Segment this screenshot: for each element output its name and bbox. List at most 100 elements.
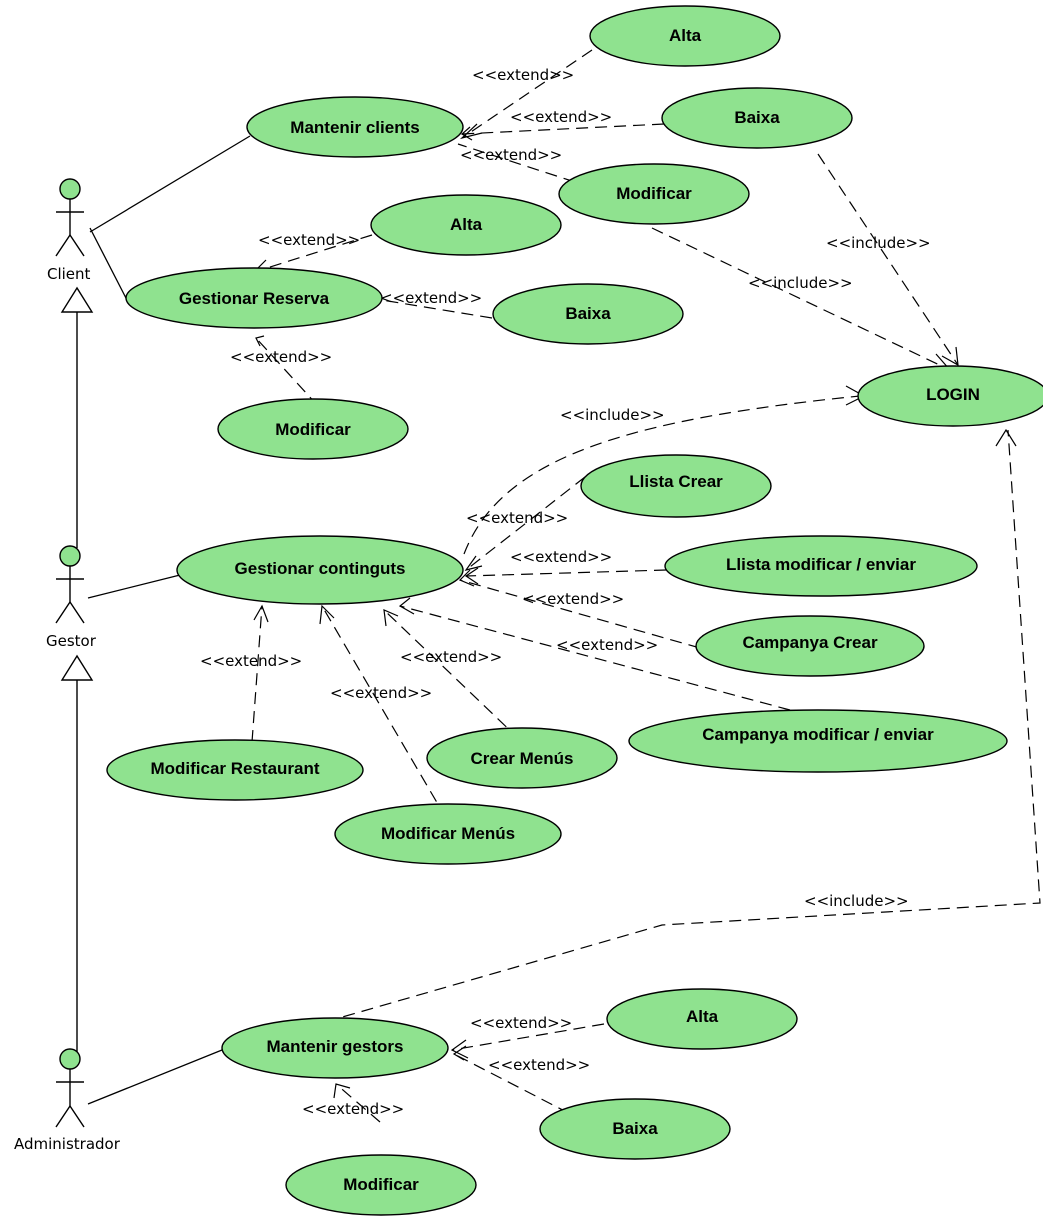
use-case-llista-modificar-label: Llista modificar / enviar	[726, 555, 916, 574]
use-case-clients-alta[interactable]: Alta	[589, 5, 781, 67]
use-case-mantenir-gestors[interactable]: Mantenir gestors	[221, 1017, 449, 1079]
use-case-gestionar-reserva[interactable]: Gestionar Reserva	[125, 267, 383, 329]
extend-campanya-crear	[459, 579, 701, 649]
include-baixa-login	[817, 153, 959, 366]
use-case-gestors-baixa[interactable]: Baixa	[539, 1098, 731, 1160]
use-case-llista-crear-label: Llista Crear	[629, 472, 723, 491]
use-case-reserva-alta-label: Alta	[450, 215, 483, 234]
arrowhead-campanya-modificar	[398, 597, 415, 615]
use-case-reserva-modificar-label: Modificar	[275, 420, 351, 439]
use-case-mantenir-clients[interactable]: Mantenir clients	[246, 96, 464, 158]
actor-client-label: Client	[47, 265, 91, 283]
extend-campanya-modificar	[399, 605, 791, 711]
use-case-crear-menus-label: Crear Menús	[471, 749, 574, 768]
extend-clients-alta	[461, 49, 593, 139]
extend-modificar-restaurant	[251, 605, 263, 743]
use-case-gestionar-continguts[interactable]: Gestionar continguts	[176, 535, 464, 605]
use-case-mantenir-clients-label: Mantenir clients	[290, 118, 419, 137]
dependencies	[251, 49, 1041, 1123]
label-extend-gestors-alta: <<extend>>	[470, 1014, 572, 1032]
use-case-campanya-modificar[interactable]: Campanya modificar / enviar	[628, 709, 1008, 773]
extend-gestors-alta	[451, 1023, 605, 1051]
label-include-baixa-login: <<include>>	[826, 234, 931, 252]
association-client-mantenir-clients	[89, 135, 251, 233]
gestor-stick-figure	[55, 545, 85, 624]
use-case-clients-modificar-label: Modificar	[616, 184, 692, 203]
use-case-gestors-alta[interactable]: Alta	[606, 988, 798, 1050]
association-admin-mantenir-gestors	[87, 1049, 223, 1105]
use-case-login[interactable]: LOGIN	[857, 365, 1043, 427]
label-extend-crear-menus: <<extend>>	[400, 648, 502, 666]
use-case-mantenir-gestors-label: Mantenir gestors	[267, 1037, 404, 1056]
label-extend-gestors-modificar: <<extend>>	[302, 1100, 404, 1118]
arrowheads	[252, 123, 1017, 1099]
label-extend-campanya-crear: <<extend>>	[522, 590, 624, 608]
use-case-crear-menus[interactable]: Crear Menús	[426, 727, 618, 789]
arrowhead-clients-alta	[459, 123, 483, 140]
generalization-admin-gestor	[60, 654, 94, 1053]
extend-gestors-modificar	[335, 1083, 381, 1123]
include-continguts-login	[463, 395, 861, 555]
generalization-gestor-client	[60, 286, 94, 548]
use-case-llista-crear[interactable]: Llista Crear	[580, 454, 772, 518]
arrowhead-include-gestors	[995, 428, 1017, 447]
extend-clients-modificar	[457, 143, 576, 183]
extend-crear-menus	[383, 609, 521, 741]
extend-llista-crear	[465, 476, 586, 571]
actor-gestor-label: Gestor	[46, 632, 97, 650]
use-case-clients-baixa[interactable]: Baixa	[661, 87, 853, 149]
use-case-clients-modificar[interactable]: Modificar	[558, 163, 750, 225]
use-case-modificar-restaurant-label: Modificar Restaurant	[150, 759, 319, 778]
arrowhead-llista-crear	[464, 555, 483, 571]
actor-administrador[interactable]: Administrador	[14, 1048, 121, 1153]
label-include-gestors-login: <<include>>	[804, 892, 909, 910]
include-modificar-login	[651, 227, 951, 371]
actor-client[interactable]: Client	[47, 178, 91, 283]
arrowhead-crear-menus	[383, 609, 399, 627]
stereotype-labels: <<extend>> <<extend>> <<extend>> <<exten…	[200, 66, 931, 1118]
use-case-clients-alta-label: Alta	[669, 26, 702, 45]
label-extend-modificar-menus: <<extend>>	[330, 684, 432, 702]
actor-administrador-label: Administrador	[14, 1135, 121, 1153]
label-extend-llista-modificar: <<extend>>	[510, 548, 612, 566]
use-case-reserva-baixa[interactable]: Baixa	[492, 283, 684, 345]
use-case-modificar-restaurant[interactable]: Modificar Restaurant	[106, 739, 364, 801]
use-case-gestors-modificar[interactable]: Modificar	[285, 1154, 477, 1216]
client-stick-figure	[55, 178, 85, 257]
arrowhead-gestors-modificar	[333, 1083, 351, 1099]
extend-clients-baixa	[461, 123, 665, 135]
use-case-login-label: LOGIN	[926, 385, 980, 404]
label-extend-campanya-modificar: <<extend>>	[556, 636, 658, 654]
arrowhead-llista-modificar	[464, 567, 479, 585]
arrowhead-modificar-menus	[319, 604, 335, 625]
arrowhead-reserva-modificar	[255, 335, 265, 347]
arrowhead-gestors-baixa	[452, 1045, 467, 1061]
use-case-reserva-baixa-label: Baixa	[565, 304, 611, 323]
use-case-gestors-baixa-label: Baixa	[612, 1119, 658, 1138]
use-case-llista-modificar[interactable]: Llista modificar / enviar	[664, 535, 978, 597]
label-extend-reserva-baixa: <<extend>>	[380, 289, 482, 307]
arrowhead-modificar-restaurant	[253, 604, 269, 623]
use-case-reserva-modificar[interactable]: Modificar	[217, 398, 409, 460]
label-include-continguts-login: <<include>>	[560, 406, 665, 424]
use-case-reserva-alta[interactable]: Alta	[370, 194, 562, 256]
use-case-clients-baixa-label: Baixa	[734, 108, 780, 127]
association-gestor-gestionar-continguts	[87, 574, 181, 599]
label-extend-clients-baixa: <<extend>>	[510, 108, 612, 126]
label-include-modificar-login: <<include>>	[748, 274, 853, 292]
label-extend-modificar-restaurant: <<extend>>	[200, 652, 302, 670]
association-client-gestionar-reserva	[89, 227, 129, 303]
label-extend-reserva-modificar: <<extend>>	[230, 348, 332, 366]
use-case-gestionar-reserva-label: Gestionar Reserva	[179, 289, 330, 308]
use-case-campanya-crear[interactable]: Campanya Crear	[695, 615, 925, 677]
use-case-gestionar-continguts-label: Gestionar continguts	[235, 559, 406, 578]
use-case-campanya-crear-label: Campanya Crear	[742, 633, 878, 652]
arrowhead-campanya-crear	[458, 569, 475, 587]
extend-reserva-modificar	[255, 337, 319, 407]
use-case-modificar-menus[interactable]: Modificar Menús	[334, 803, 562, 865]
arrowhead-include-baixa	[941, 346, 959, 367]
extend-llista-modificar	[465, 569, 667, 577]
actor-gestor[interactable]: Gestor	[46, 545, 97, 650]
arrowhead-gestors-alta	[450, 1039, 469, 1059]
